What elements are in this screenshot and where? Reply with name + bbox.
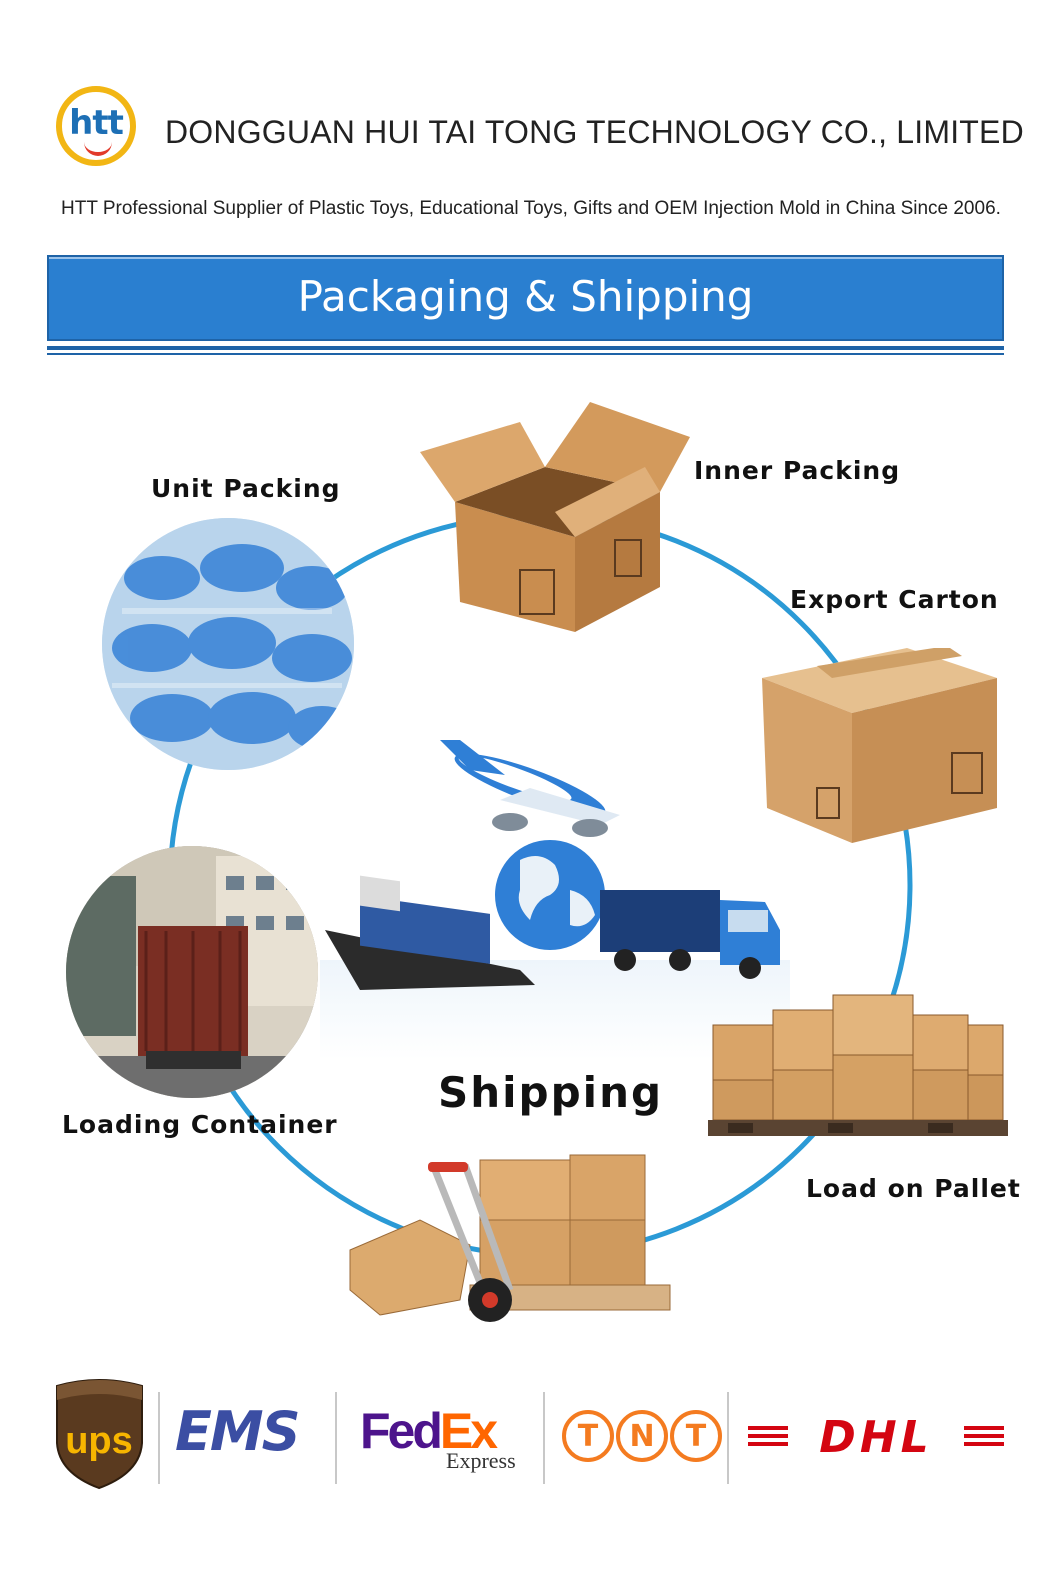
closed-carton-image — [762, 648, 997, 843]
ups-logo: ups — [52, 1378, 147, 1490]
ups-text: ups — [65, 1420, 133, 1462]
tagline: HTT Professional Supplier of Plastic Toy… — [61, 198, 1001, 219]
carrier-divider — [158, 1392, 160, 1484]
shipping-collage-image — [320, 740, 790, 1060]
blue-toys-image — [102, 518, 354, 770]
logo-smile-icon — [84, 142, 112, 156]
ems-logo: EMS — [175, 1400, 301, 1463]
banner-underline-thin — [47, 353, 1004, 355]
load-on-pallet-label: Load on Pallet — [806, 1174, 1021, 1203]
loading-container-label: Loading Container — [62, 1110, 338, 1139]
export-carton-label: Export Carton — [790, 585, 999, 614]
tnt-letter-n: N — [616, 1410, 668, 1462]
shipping-label: Shipping — [438, 1068, 664, 1117]
section-title: Packaging & Shipping — [297, 272, 754, 321]
inner-packing-label: Inner Packing — [694, 456, 901, 485]
dhl-text: DHL — [819, 1412, 932, 1462]
fedex-ex-text: Ex — [439, 1403, 498, 1459]
carrier-divider — [543, 1392, 545, 1484]
company-logo: htt — [56, 86, 136, 166]
pallet-boxes-image — [708, 994, 1008, 1136]
open-carton-image — [420, 402, 690, 632]
hand-truck-image — [349, 1154, 671, 1322]
dhl-stripes-icon: DHL — [748, 1412, 1004, 1463]
unit-packing-photo — [102, 518, 354, 770]
fedex-fed-text: Fed — [360, 1403, 443, 1459]
airplane-icon — [440, 740, 620, 837]
carrier-divider — [335, 1392, 337, 1484]
tnt-logo: T N T — [562, 1410, 722, 1462]
truck-container-image — [66, 846, 318, 1098]
unit-packing-label: Unit Packing — [151, 474, 341, 503]
banner-underline — [47, 346, 1004, 350]
tnt-letter-t2: T — [670, 1410, 722, 1462]
ups-shield-icon: ups — [56, 1379, 143, 1490]
tnt-letter-t: T — [562, 1410, 614, 1462]
fedex-logo: FedEx Express — [360, 1402, 516, 1473]
company-name: DONGGUAN HUI TAI TONG TECHNOLOGY CO., LI… — [165, 114, 1024, 150]
carrier-divider — [727, 1392, 729, 1484]
loading-container-photo — [66, 846, 318, 1098]
logo-text: htt — [69, 103, 124, 143]
fedex-express-text: Express — [446, 1448, 516, 1473]
dhl-logo: DHL — [748, 1412, 1004, 1463]
section-banner — [47, 255, 1004, 341]
